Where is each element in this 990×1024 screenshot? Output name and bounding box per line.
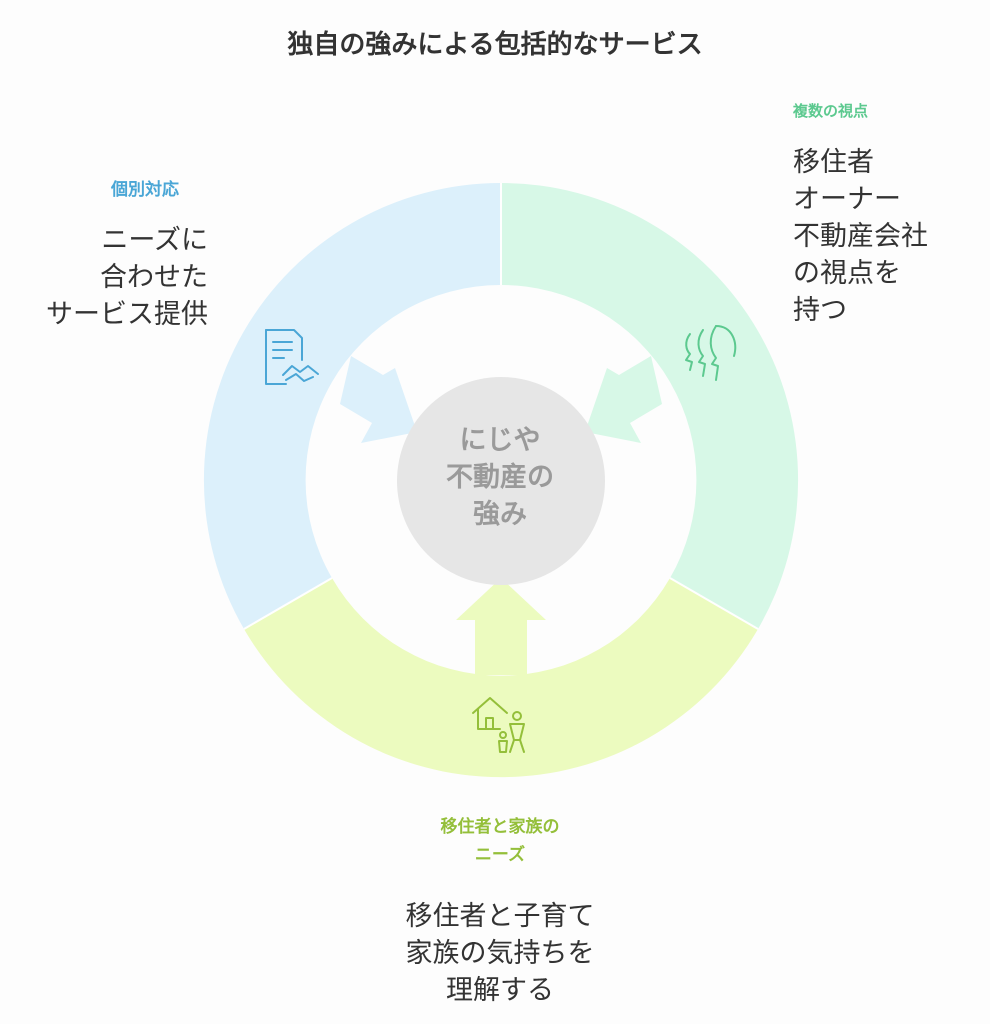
needs-heading-line: ニーズ	[474, 845, 526, 865]
individual-line: サービス提供	[46, 299, 208, 330]
needs-line: 理解する	[446, 975, 554, 1006]
individual-description: ニーズに 合わせた サービス提供	[46, 222, 208, 333]
individual-line: ニーズに	[101, 225, 208, 256]
center-circle	[397, 377, 605, 585]
handshake-document-icon	[265, 329, 319, 385]
diagram-title: 独自の強みによる包括的なサービス	[287, 30, 703, 60]
segment-needs	[244, 578, 758, 778]
individual-heading: 個別対応	[111, 180, 179, 200]
viewpoints-description: 移住者 オーナー 不動産会社 の視点を 持つ	[793, 144, 928, 329]
viewpoints-line: 持つ	[793, 295, 847, 326]
house-family-icon	[472, 697, 525, 753]
heads-profile-icon	[685, 325, 737, 381]
needs-description: 移住者と子育て 家族の気持ちを 理解する	[345, 898, 655, 1009]
viewpoints-line: オーナー	[793, 184, 901, 215]
needs-heading-line: 移住者と家族の	[440, 817, 560, 837]
needs-line: 移住者と子育て	[405, 901, 595, 932]
arrow-needs	[456, 578, 546, 675]
individual-line: 合わせた	[100, 262, 208, 293]
viewpoints-line: 移住者	[793, 147, 874, 178]
needs-heading: 移住者と家族の ニーズ	[345, 813, 655, 869]
arrow-individual-fix	[340, 356, 417, 443]
center-label: にじや 不動産の 強み	[400, 422, 600, 533]
needs-line: 家族の気持ちを	[405, 938, 595, 969]
viewpoints-heading: 複数の視点	[793, 102, 869, 120]
center-line: 強み	[473, 499, 527, 530]
viewpoints-line: 不動産会社	[793, 221, 928, 252]
segment-viewpoints	[501, 183, 799, 629]
viewpoints-line: の視点を	[793, 258, 901, 289]
center-line: にじや	[459, 425, 541, 456]
center-line: 不動産の	[446, 462, 554, 493]
arrow-viewpoints	[585, 356, 662, 443]
segment-individual	[203, 183, 501, 629]
